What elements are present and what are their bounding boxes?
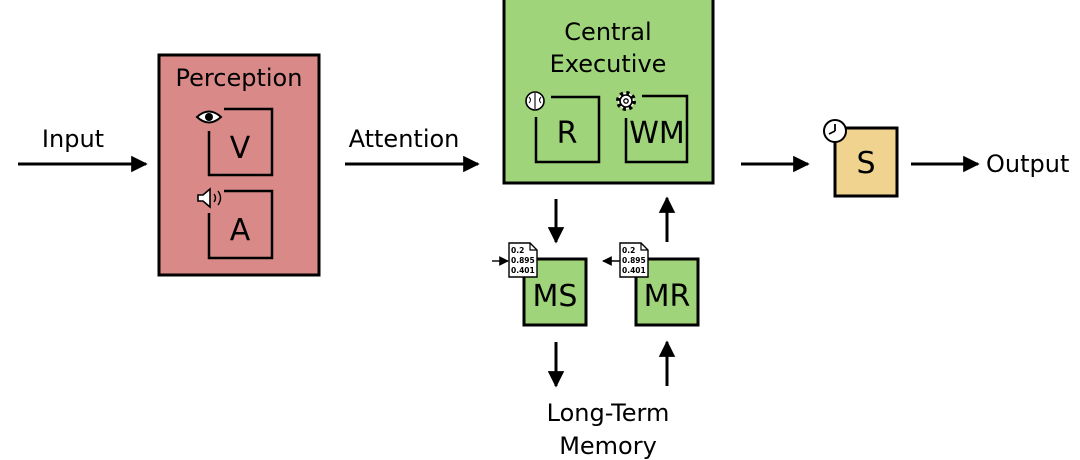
long-term-memory-label-line1: Long-Term	[547, 399, 670, 427]
memory-retrieval-module: MR 0.2 0.895 0.401	[602, 242, 700, 327]
central-executive-module: Central Executive R WM	[502, 0, 715, 185]
reasoning-label: R	[557, 116, 578, 151]
memory-store-doc-value-3: 0.401	[511, 266, 535, 275]
reasoning-box	[534, 95, 601, 164]
data-document-icon: 0.2 0.895 0.401	[508, 242, 538, 278]
attention-label: Attention	[349, 125, 460, 153]
working-memory-label: WM	[629, 116, 685, 151]
brain-icon	[525, 91, 545, 111]
perception-box	[157, 53, 321, 277]
data-document-icon: 0.2 0.895 0.401	[619, 242, 649, 278]
memory-store-label: MS	[533, 279, 578, 314]
output-label: Output	[986, 150, 1069, 178]
memory-retrieval-doc-value-2: 0.895	[622, 256, 646, 265]
central-executive-title-line1: Central	[564, 18, 651, 46]
speaker-icon	[197, 187, 222, 209]
scheduler-label: S	[856, 146, 875, 181]
working-memory-box	[624, 94, 689, 164]
auditory-label: A	[230, 213, 251, 248]
memory-store-doc-value-2: 0.895	[511, 256, 535, 265]
memory-retrieval-doc-value-3: 0.401	[622, 266, 646, 275]
gear-icon	[616, 91, 636, 111]
input-label: Input	[42, 125, 104, 153]
auditory-box	[207, 189, 274, 260]
central-executive-box	[502, 0, 715, 185]
eye-icon	[195, 110, 223, 124]
scheduler-box	[833, 126, 899, 198]
long-term-memory-label-line2: Memory	[559, 432, 657, 460]
memory-retrieval-label: MR	[644, 279, 691, 314]
memory-store-doc-value-1: 0.2	[511, 246, 524, 255]
central-executive-title-line2: Executive	[550, 50, 667, 78]
perception-module: Perception V A	[157, 53, 321, 277]
perception-title: Perception	[176, 64, 303, 92]
memory-store-module: MS 0.2 0.895 0.401	[492, 242, 588, 327]
clock-icon	[823, 119, 847, 143]
visual-box	[207, 107, 274, 177]
visual-label: V	[230, 131, 251, 166]
memory-retrieval-doc-value-1: 0.2	[622, 246, 635, 255]
scheduler-module: S	[823, 119, 899, 198]
